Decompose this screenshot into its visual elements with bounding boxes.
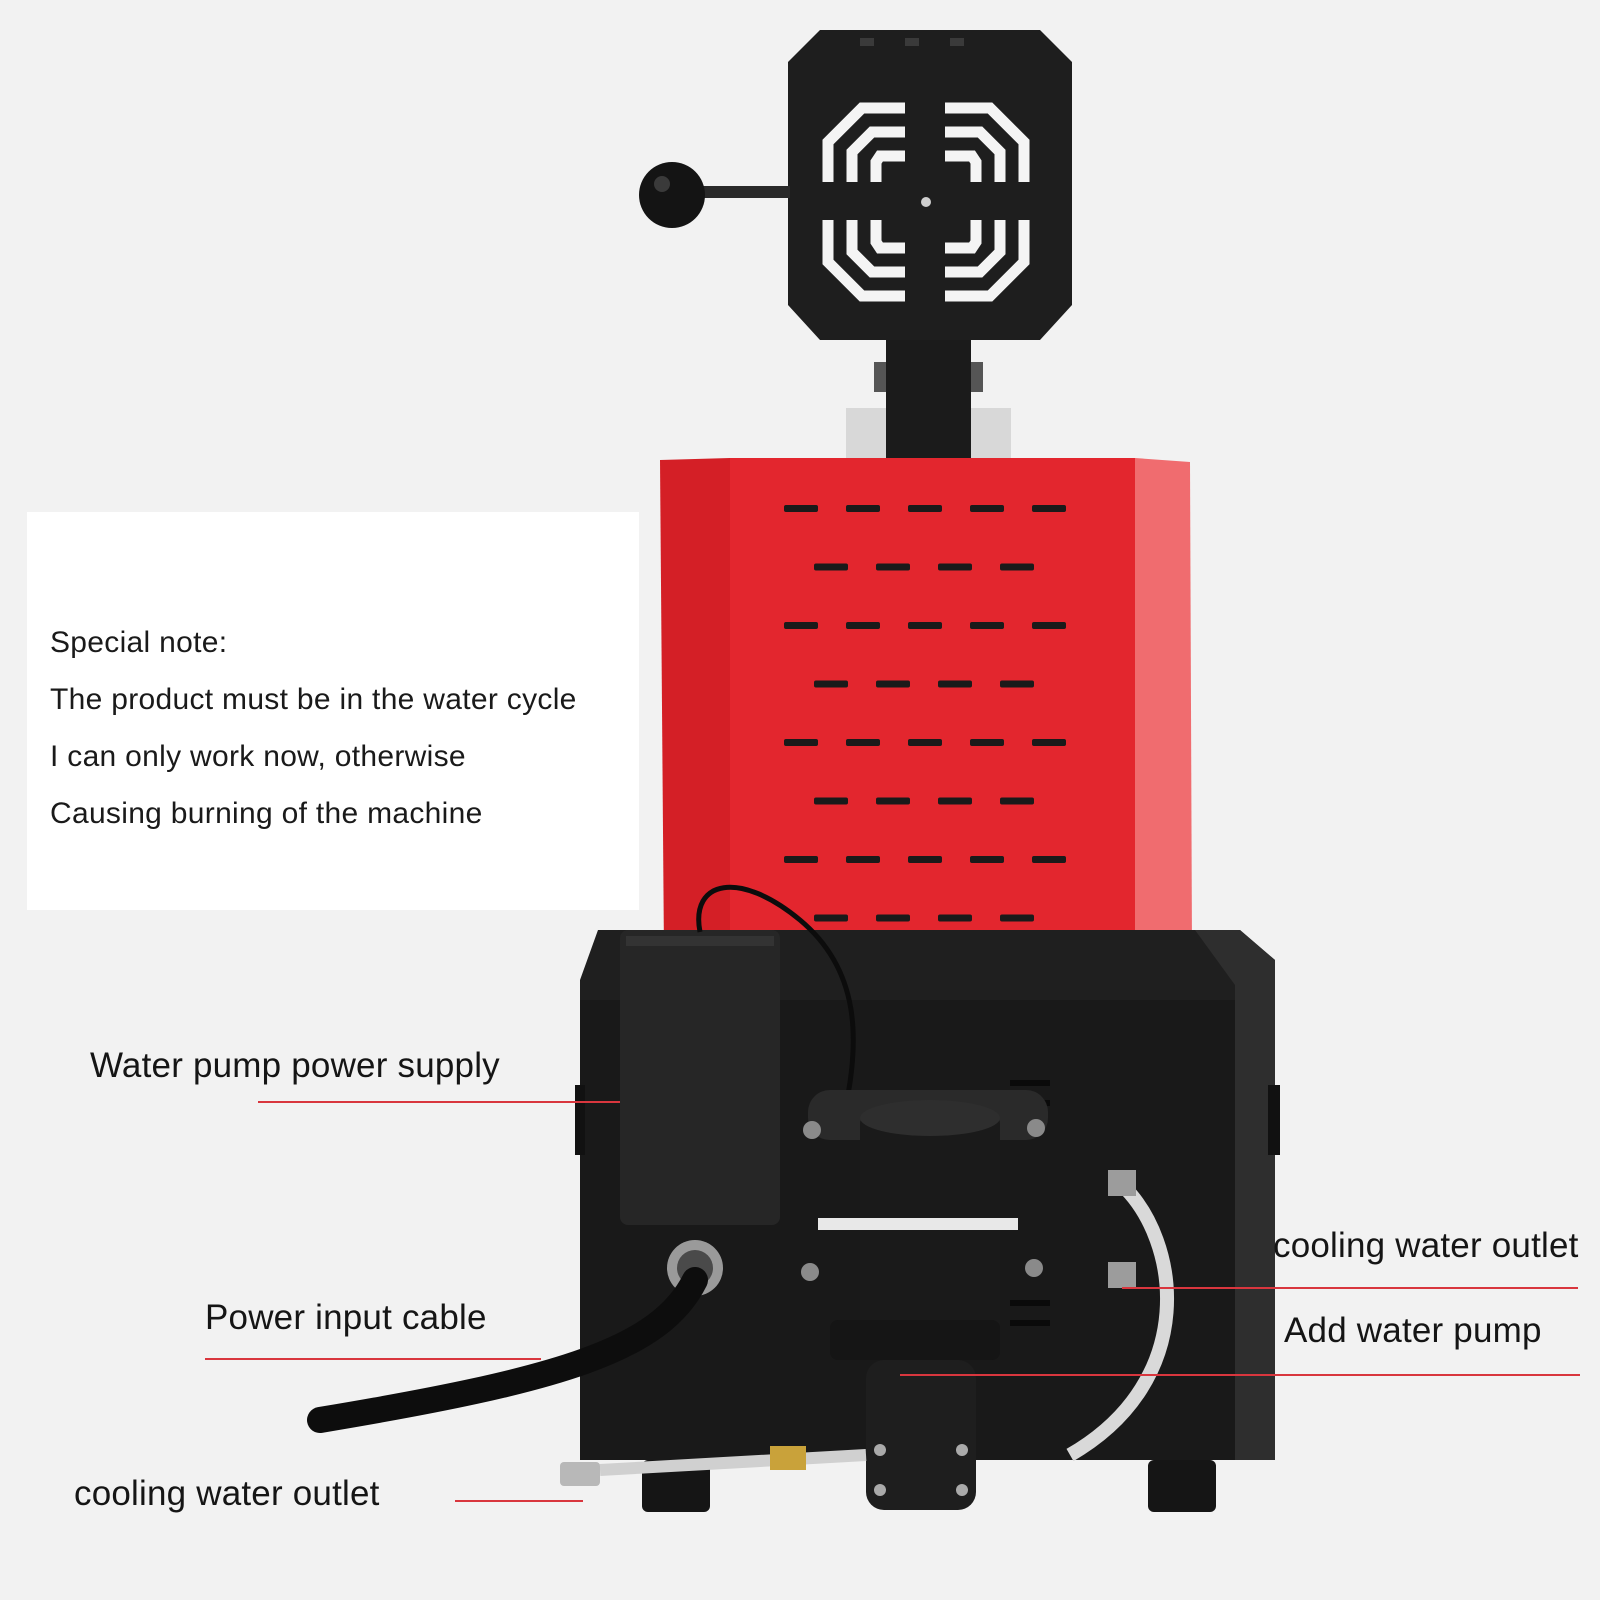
vent-slot bbox=[1032, 739, 1066, 746]
vent-slot bbox=[1000, 680, 1034, 688]
special-note-box: Special note: The product must be in the… bbox=[27, 512, 639, 910]
vent-slot bbox=[876, 563, 910, 571]
vent-slot bbox=[784, 739, 818, 746]
vent-slot bbox=[876, 680, 910, 688]
note-line: The product must be in the water cycle bbox=[50, 683, 577, 716]
vent-slot bbox=[876, 797, 910, 805]
vent-slot bbox=[908, 622, 942, 629]
label-cooling-water-outlet-bottom: cooling water outlet bbox=[74, 1474, 380, 1513]
vent-slot bbox=[970, 739, 1004, 746]
vent-slot bbox=[846, 856, 880, 863]
vent-slot bbox=[846, 505, 880, 512]
vent-slot bbox=[1032, 856, 1066, 863]
label-water-pump-power-supply: Water pump power supply bbox=[90, 1046, 500, 1085]
vent-slot bbox=[846, 622, 880, 629]
label-power-input-cable: Power input cable bbox=[205, 1298, 487, 1337]
vent-slot bbox=[938, 797, 972, 805]
vent-slot bbox=[938, 563, 972, 571]
vent-slot bbox=[814, 797, 848, 805]
label-add-water-pump: Add water pump bbox=[1284, 1311, 1542, 1350]
vent-slot bbox=[1032, 505, 1066, 512]
vent-slot bbox=[938, 914, 972, 922]
vent-slot bbox=[908, 856, 942, 863]
leader-add-water-pump bbox=[900, 1374, 1580, 1376]
vent-slot bbox=[814, 563, 848, 571]
note-line: I can only work now, otherwise bbox=[50, 740, 466, 773]
note-title: Special note: bbox=[50, 626, 228, 659]
label-cooling-water-outlet-right: cooling water outlet bbox=[1273, 1226, 1579, 1265]
vent-slot bbox=[908, 739, 942, 746]
cooling-head bbox=[788, 30, 1072, 340]
vent-slot bbox=[970, 622, 1004, 629]
pump-power-supply-box bbox=[620, 930, 780, 1225]
vent-slot bbox=[970, 505, 1004, 512]
handle bbox=[639, 162, 790, 228]
leader-water-pump-power-supply bbox=[258, 1101, 620, 1103]
leader-power-input-cable bbox=[205, 1358, 541, 1360]
red-housing bbox=[660, 458, 1192, 960]
vent-slot bbox=[1032, 622, 1066, 629]
vent-slot bbox=[784, 622, 818, 629]
vent-slot bbox=[1000, 797, 1034, 805]
vent-slot bbox=[1000, 914, 1034, 922]
vent-slot bbox=[970, 856, 1004, 863]
vent-slot bbox=[908, 505, 942, 512]
vent-slot bbox=[876, 914, 910, 922]
vent-slot bbox=[784, 505, 818, 512]
leader-cooling-water-outlet-right bbox=[1122, 1287, 1578, 1289]
vent-slot bbox=[784, 856, 818, 863]
vent-slot bbox=[1000, 563, 1034, 571]
vent-slot bbox=[814, 680, 848, 688]
vent-slot bbox=[938, 680, 972, 688]
vent-slot bbox=[814, 914, 848, 922]
leader-cooling-water-outlet-bottom bbox=[455, 1500, 583, 1502]
vent-slot bbox=[846, 739, 880, 746]
water-pump bbox=[801, 1090, 1048, 1510]
note-line: Causing burning of the machine bbox=[50, 797, 483, 830]
